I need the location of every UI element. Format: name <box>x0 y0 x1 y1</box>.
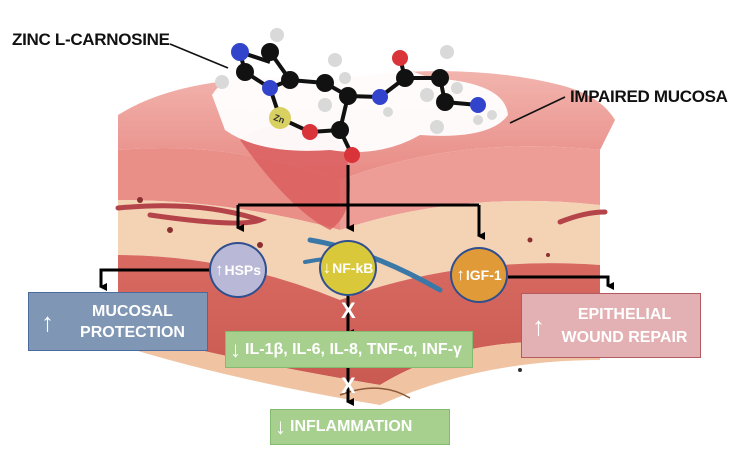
wound-repair-box: ↑ EPITHELIAL WOUND REPAIR <box>521 293 701 358</box>
serosa-layer <box>118 330 600 405</box>
blood-vessel <box>557 209 608 225</box>
wound-repair-line2: WOUND REPAIR <box>561 328 688 346</box>
atom-hydrogen <box>430 120 444 134</box>
blood-vessel <box>115 203 268 226</box>
up-arrow-icon: ↑ <box>532 310 545 341</box>
igf1-node: ↑IGF-1 <box>450 247 508 303</box>
inflammation-box: ↓ INFLAMMATION <box>270 409 450 445</box>
atom-hydrogen <box>328 53 342 67</box>
tissue-leader-line <box>509 96 566 124</box>
mucosal-protection-line2: PROTECTION <box>80 323 185 341</box>
atom-hydrogen <box>487 110 497 120</box>
tissue-label: IMPAIRED MUCOSA <box>570 87 728 106</box>
atom-nitrogen <box>262 80 278 96</box>
atom-hydrogen <box>270 28 284 42</box>
cytokines-text: IL-1β, IL-6, IL-8, TNF-α, INF-γ <box>245 340 462 358</box>
atom-carbon <box>281 71 299 89</box>
atom-hydrogen <box>440 45 454 59</box>
atom-hydrogen <box>473 115 483 125</box>
mucosal-protection-line1: MUCOSAL <box>92 302 173 320</box>
atom-carbon <box>396 69 414 87</box>
atom-zinc <box>269 107 291 129</box>
epithelium-layer-right <box>340 146 600 230</box>
atom-hydrogen <box>318 98 332 112</box>
atom-carbon <box>236 63 254 81</box>
arrow-igf1-to-repair <box>508 275 614 290</box>
up-arrow-icon: ↑ <box>456 265 465 284</box>
zinc-atom-label: Zn <box>272 112 286 125</box>
atom-hydrogen <box>420 88 434 102</box>
down-arrow-icon: ↓ <box>230 336 241 362</box>
atom-hydrogen <box>451 82 463 94</box>
compound-leader-line <box>169 43 229 69</box>
inhibition-mark: X <box>341 298 356 323</box>
atom-nitrogen <box>470 97 486 113</box>
atom-hydrogen <box>339 72 351 84</box>
inhibition-mark: X <box>341 373 356 398</box>
atom-carbon <box>261 43 279 61</box>
atom-nitrogen <box>231 43 249 61</box>
atom-oxygen <box>344 147 360 163</box>
atom-oxygen <box>302 124 318 140</box>
atom-group <box>215 28 497 163</box>
atom-carbon <box>431 69 449 87</box>
hsps-node: ↑HSPs <box>209 242 267 298</box>
atom-oxygen <box>392 50 408 66</box>
nfkb-label: NF-kB <box>332 260 374 276</box>
nfkb-node: ↓NF-kB <box>319 240 377 296</box>
compound-label: ZINC L-CARNOSINE <box>12 30 170 49</box>
up-arrow-icon: ↑ <box>41 306 54 337</box>
up-arrow-icon: ↑ <box>214 260 224 279</box>
down-arrow-icon: ↓ <box>322 258 332 277</box>
down-arrow-icon: ↓ <box>275 414 286 439</box>
inflammation-text: INFLAMMATION <box>290 418 413 435</box>
arrow-hsps-to-protection <box>99 268 215 291</box>
igf1-label: IGF-1 <box>465 267 502 283</box>
atom-nitrogen <box>372 89 388 105</box>
mucosal-protection-box: ↑ MUCOSAL PROTECTION <box>28 292 208 351</box>
atom-hydrogen <box>383 107 393 117</box>
atom-carbon <box>436 93 454 111</box>
hsps-label: HSPs <box>224 262 262 278</box>
cytokines-box: ↓ IL-1β, IL-6, IL-8, TNF-α, INF-γ <box>225 331 473 368</box>
atom-carbon <box>331 121 349 139</box>
wound-repair-line1: EPITHELIAL <box>577 305 672 323</box>
atom-carbon <box>339 87 357 105</box>
atom-hydrogen <box>215 75 229 89</box>
atom-carbon <box>316 74 334 92</box>
